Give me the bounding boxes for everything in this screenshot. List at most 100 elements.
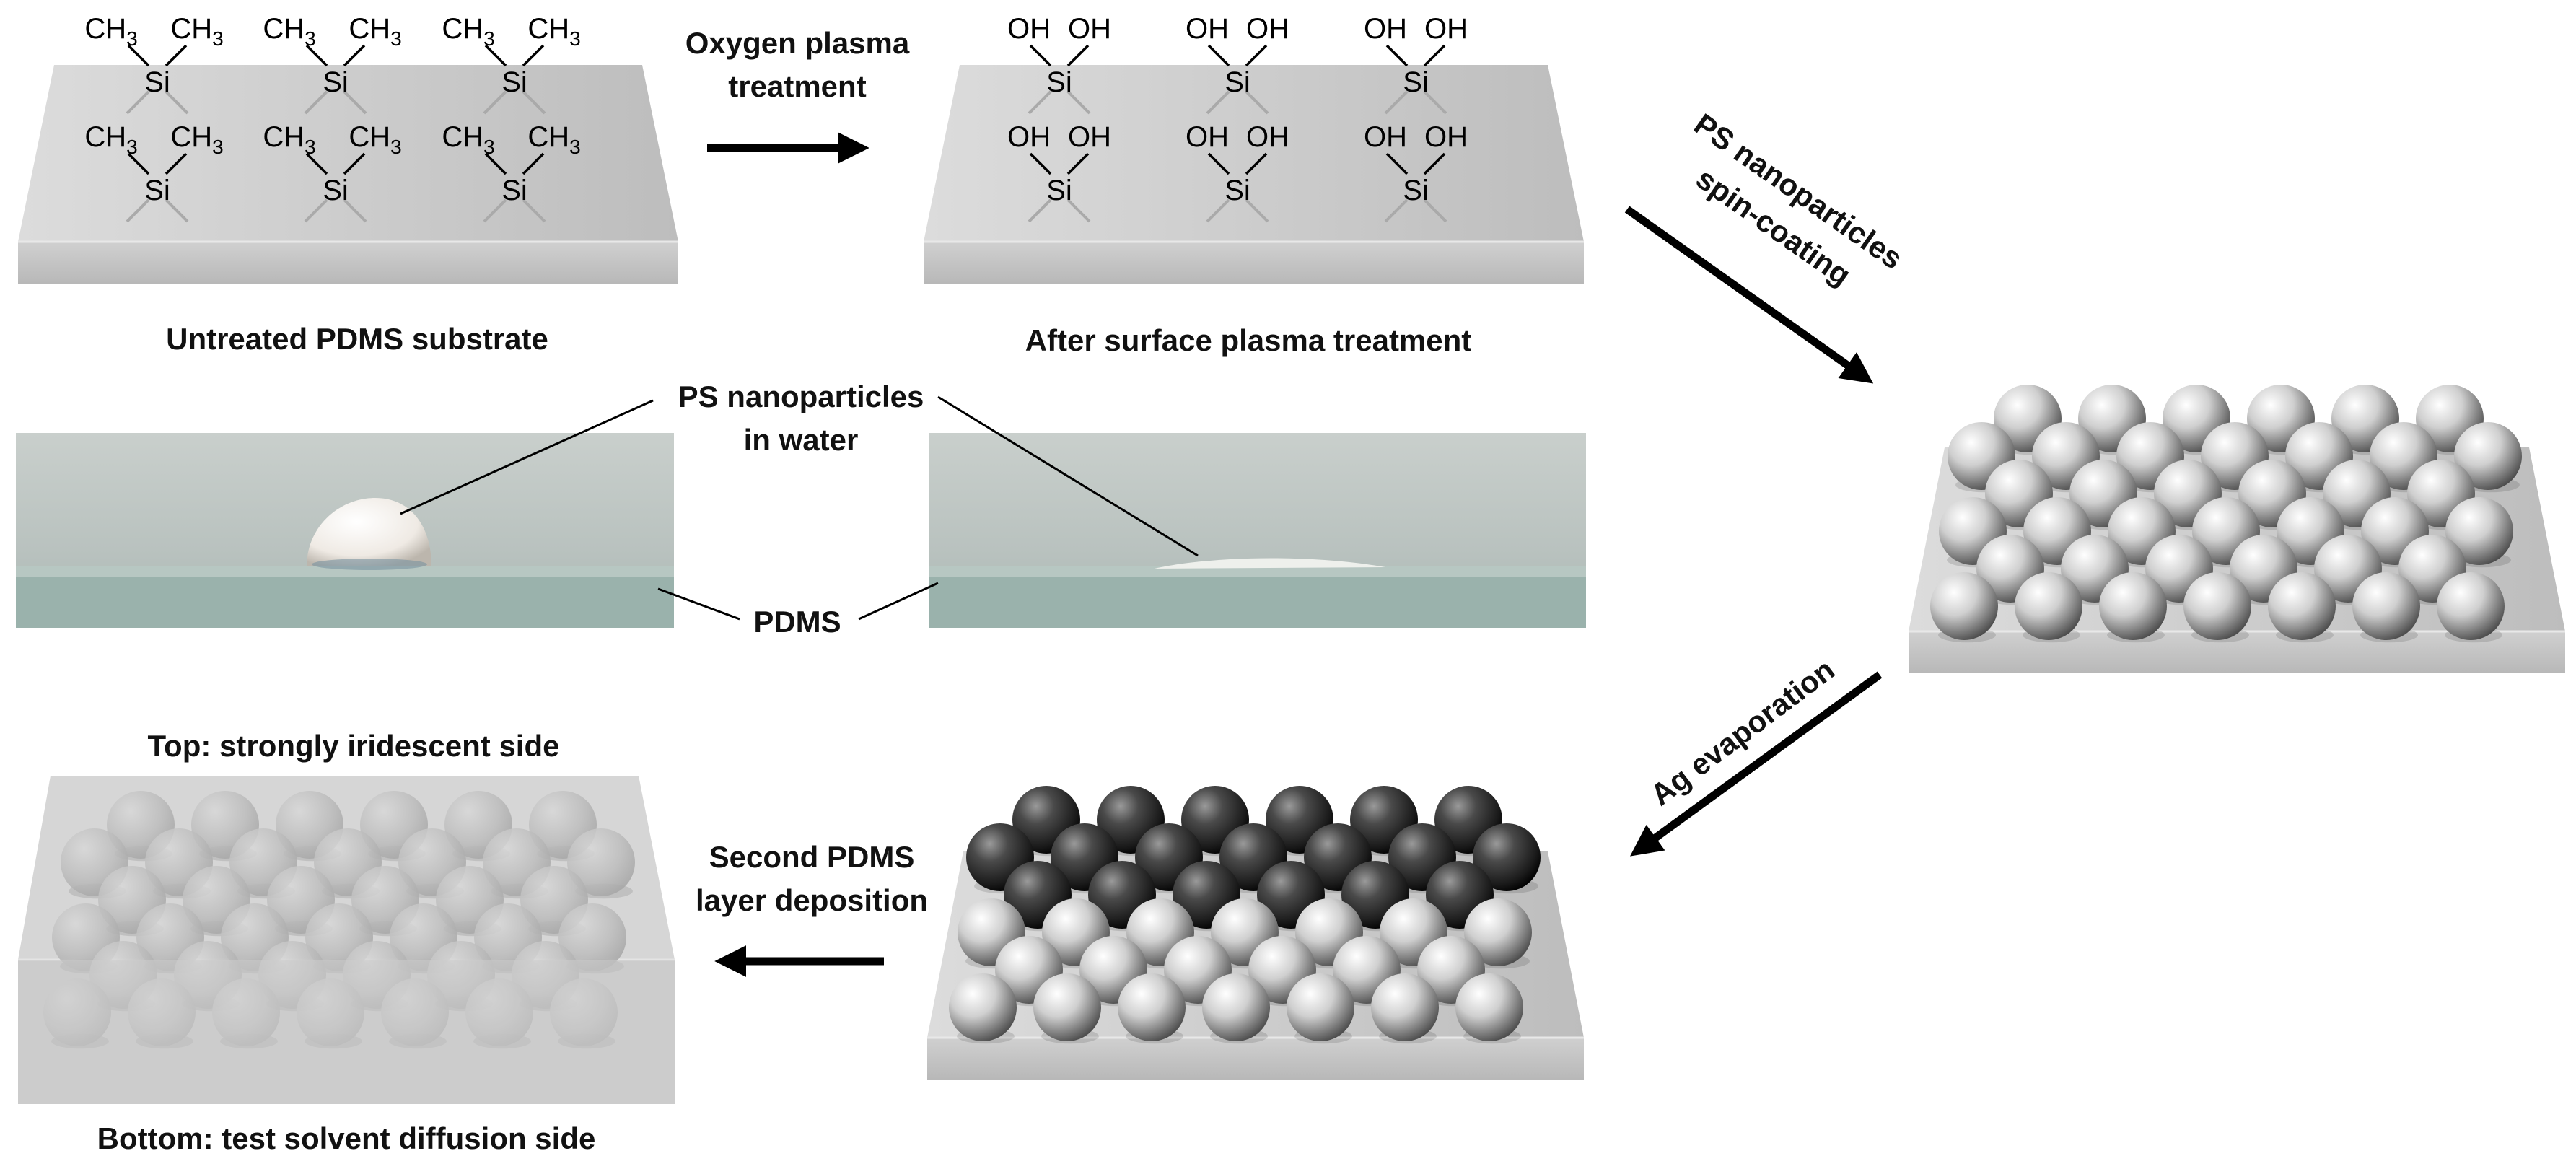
label-untreated: Untreated PDMS substrate [166,322,548,356]
ch3-right-subscript: 3 [569,27,581,50]
ag-coated-array-sphere-38-body [1455,973,1523,1041]
si-lower-bond-left [126,198,150,223]
si-upper-bond-right [1245,152,1268,175]
spin-coated-array-sphere-25-body [2445,497,2513,565]
si-atom: Si [323,175,349,206]
spin-coated-array-sphere-25 [2445,497,2513,568]
si-upper-bond-right [1066,44,1090,67]
label-top-side: Top: strongly iridescent side [147,729,560,763]
si-atom: Si [1046,175,1072,206]
ch3-left: CH3 [84,13,137,50]
si-upper-bond-left [127,44,150,67]
si-lower-bond-right [1245,198,1269,223]
process-arrows [707,132,1883,977]
arrow-spin-coating [1624,206,1874,384]
embedded-array-sphere-12 [567,828,635,899]
ag-coated-array-sphere-33 [1033,973,1101,1044]
ag-coated-array-sphere-12 [1473,823,1541,894]
si-lower-bond-right [165,90,189,115]
label-ps-water: PS nanoparticles in water [635,375,967,462]
si-upper-bond-left [1029,44,1052,67]
oh-left: OH [1007,13,1051,45]
spin-coated-array-sphere-37-body [2352,572,2420,640]
oh-left: OH [1364,121,1407,153]
si-upper-bond-left [1207,44,1230,67]
spin-coated-array-sphere-38 [2437,572,2505,643]
spin-coated-array-sphere-34-body [2099,572,2167,640]
spin-coated-array-sphere-32 [1930,572,1998,643]
spin-coated-array-sphere-34 [2099,572,2167,643]
spin-coated-array-sphere-35 [2183,572,2251,643]
photo-hydrophobic [16,433,674,628]
si-atom: Si [501,175,527,206]
oh-left: OH [1186,121,1229,153]
slab-plasma-top [924,65,1584,242]
slab-ag-front [927,1038,1584,1080]
si-lower-bond-left [304,198,328,223]
si-group-10: Si OH OH [1186,121,1289,223]
oh-left: OH [1364,13,1407,45]
si-upper-bond-right [165,44,188,67]
si-lower-bond-left [1028,198,1052,223]
si-atom: Si [1225,175,1250,206]
si-lower-bond-right [343,90,367,115]
water-droplet [307,498,431,566]
ch3-right: CH3 [170,13,223,50]
label-bottom-side: Bottom: test solvent diffusion side [97,1121,596,1155]
si-lower-bond-left [1206,198,1230,223]
si-upper-bond-left [305,152,328,175]
ch3-left-subscript: 3 [305,27,316,50]
si-upper-bond-left [484,44,507,67]
si-lower-bond-right [1245,90,1269,115]
spin-coated-array-sphere-38-body [2437,572,2505,640]
si-upper-bond-right [522,44,545,67]
si-upper-bond-left [127,152,150,175]
embedded-array-sphere-25-body [558,903,626,971]
slab-spin-front [1909,631,2565,673]
ag-coated-array-sphere-36 [1287,973,1354,1044]
label-after-plasma: After surface plasma treatment [1025,323,1472,357]
si-lower-bond-right [522,198,546,223]
ag-coated-array-sphere-36-body [1287,973,1354,1041]
ch3-right: CH3 [349,13,401,50]
ag-coated-array-sphere-34 [1118,973,1186,1044]
si-upper-bond-right [522,152,545,175]
oh-right: OH [1068,121,1111,153]
oh-right: OH [1246,13,1289,45]
spin-coated-array-sphere-36 [2268,572,2336,643]
si-lower-bond-right [1066,90,1091,115]
si-group-9: Si OH OH [1007,121,1111,223]
si-upper-bond-right [1423,44,1446,67]
spin-coated-array-sphere-33 [2015,572,2082,643]
si-upper-bond-left [1029,152,1052,175]
ag-coated-array-sphere-33-body [1033,973,1101,1041]
ag-coated-array-sphere-25-body [1464,898,1532,966]
oh-right: OH [1068,13,1111,45]
ch3-left: CH3 [263,13,315,50]
ch3-right: CH3 [527,13,580,50]
ch3-left-subscript: 3 [126,136,138,158]
oh-right: OH [1246,121,1289,153]
ag-coated-array-sphere-37-body [1371,973,1439,1041]
label-oxygen-plasma-line1: Oxygen plasma [685,26,910,60]
label-second-line1: Second PDMS [709,840,915,874]
si-upper-bond-right [343,152,366,175]
oh-left: OH [1007,121,1051,153]
si-atom: Si [1403,66,1429,98]
ag-coated-array-sphere-12-body [1473,823,1541,891]
spin-coated-array-sphere-12 [2454,422,2522,493]
si-atom: Si [1403,175,1429,206]
si-lower-bond-left [1028,90,1052,115]
spin-coated-array-sphere-33-body [2015,572,2082,640]
spin-coated-array-sphere-32-body [1930,572,1998,640]
embedded-array-sphere-12-body [567,828,635,896]
si-lower-bond-right [522,90,546,115]
slab-untreated-front [18,242,678,284]
si-upper-bond-left [1385,44,1409,67]
si-upper-bond-right [1245,44,1268,67]
